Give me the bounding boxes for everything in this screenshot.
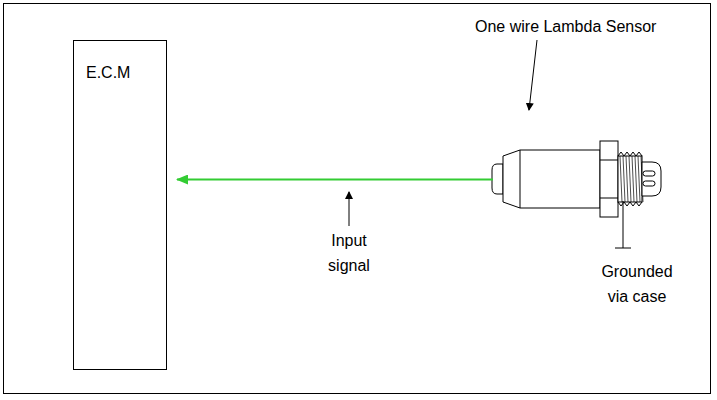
signal-wire bbox=[177, 179, 493, 181]
sensor-body bbox=[503, 150, 600, 208]
sensor-cap bbox=[492, 164, 503, 194]
sensor-title: One wire Lambda Sensor bbox=[475, 15, 690, 38]
ground-label: Grounded via case bbox=[577, 260, 697, 310]
ground-symbol bbox=[615, 248, 631, 249]
leader-arrow bbox=[349, 192, 350, 226]
screw-thread bbox=[618, 152, 643, 206]
hex-nut bbox=[600, 141, 618, 217]
ecm-box: E.C.M bbox=[73, 40, 167, 370]
signal-label: Input signal bbox=[305, 229, 393, 279]
ground-lead bbox=[623, 201, 624, 248]
module-name: E.C.M bbox=[86, 61, 162, 84]
lambda-sensor: One wire Lambda Sensor bbox=[493, 141, 661, 218]
probe-tip bbox=[642, 162, 661, 196]
leader-arrow bbox=[529, 40, 537, 110]
